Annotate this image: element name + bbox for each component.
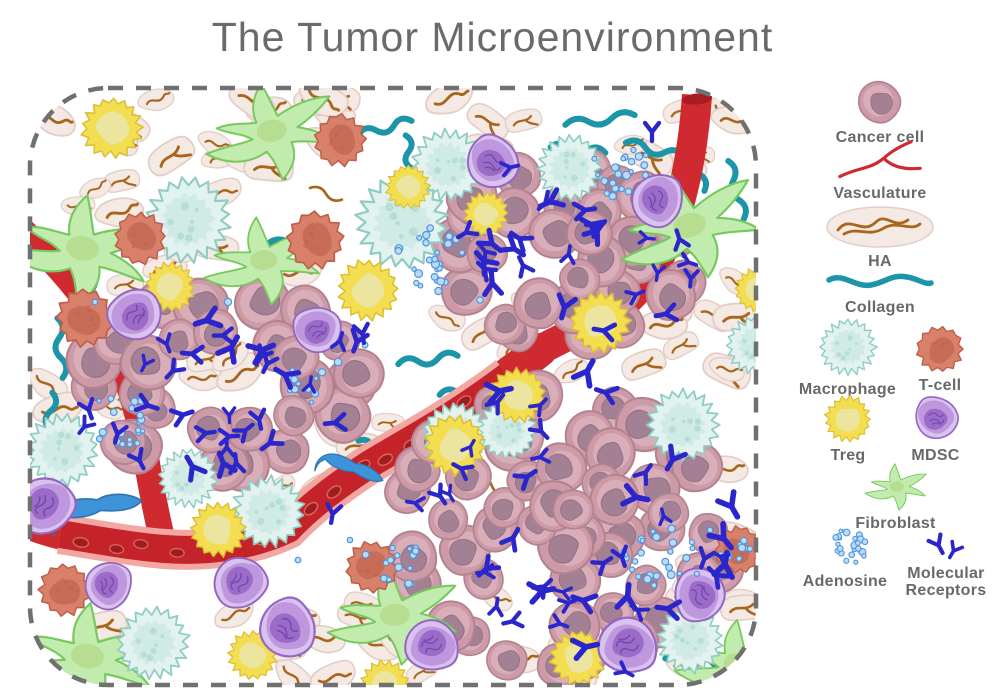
legend-item-macrophage: Macrophage	[790, 316, 905, 398]
legend-label: Macrophage	[798, 381, 897, 398]
legend-label: Vasculature	[833, 185, 927, 202]
legend-label: T-cell	[918, 377, 962, 394]
vasculature-icon	[838, 140, 922, 179]
legend-label: Fibroblast	[855, 515, 936, 532]
legend-label: HA	[868, 253, 892, 270]
collagen-icon	[825, 270, 935, 296]
legend-item-collagen: Collagen	[795, 270, 965, 316]
legend-item-ha: HA	[795, 204, 965, 270]
legend-item-treg: Treg	[793, 394, 903, 464]
legend-label: Treg	[830, 447, 866, 464]
macrophage-icon	[818, 318, 878, 377]
legend-item-vasculature: Vasculature	[795, 140, 965, 202]
ha-icon	[825, 205, 935, 249]
legend-item-cancer-cell: Cancer cell	[795, 76, 965, 146]
t-cell-icon	[915, 325, 964, 372]
legend-item-mdsc: MDSC	[888, 392, 983, 464]
legend-label: Adenosine	[802, 573, 888, 590]
fibroblast-icon	[863, 463, 927, 511]
mdsc-icon	[914, 396, 959, 440]
legend-item-adenosine: Adenosine	[780, 524, 910, 590]
molecular-receptors-icon	[920, 532, 972, 562]
cancer-cell-icon	[857, 80, 902, 124]
legend-item-fibroblast: Fibroblast	[808, 462, 983, 532]
legend-label: Collagen	[845, 299, 915, 316]
treg-icon	[823, 394, 872, 443]
legend-item-molecular-receptors: Molecular Receptors	[885, 532, 1000, 599]
dashed-border	[27, 85, 759, 688]
legend-label: Molecular Receptors	[905, 565, 987, 599]
legend-item-t-cell: T-cell	[895, 324, 985, 394]
legend-label: MDSC	[911, 447, 960, 464]
page-title: The Tumor Microenvironment	[211, 14, 774, 60]
legend-label: Cancer cell	[835, 129, 925, 146]
adenosine-icon	[832, 528, 869, 565]
